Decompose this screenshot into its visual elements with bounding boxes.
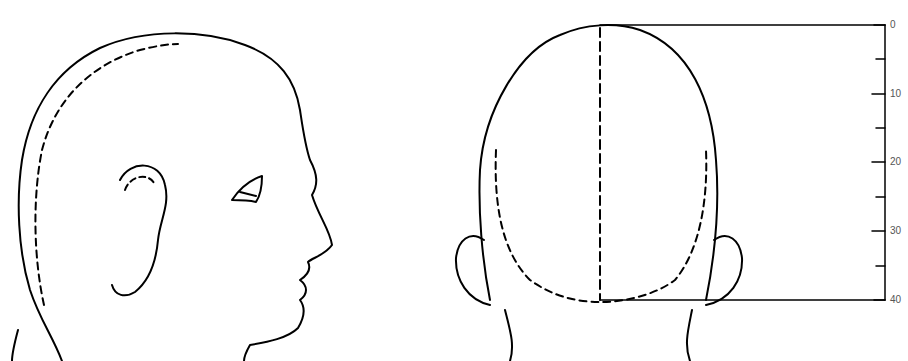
top-reference-line	[600, 24, 885, 26]
side-head-scalp-line	[35, 44, 178, 305]
scale-number: 30	[889, 226, 902, 236]
scale-number: 40	[889, 295, 902, 305]
side-ear	[112, 166, 166, 296]
bottom-reference-line	[600, 299, 885, 301]
back-neck	[505, 310, 692, 361]
scale-number: 20	[889, 157, 902, 167]
back-left-ear	[456, 236, 490, 305]
scale-number: 0	[889, 20, 897, 30]
scale-ticks	[872, 25, 885, 300]
scale-number: 10	[889, 89, 902, 99]
side-eye	[232, 176, 262, 202]
back-right-ear	[706, 236, 742, 305]
side-head-outline	[19, 33, 332, 361]
side-ear-inner	[125, 177, 155, 190]
side-neck-back	[12, 330, 18, 361]
back-midline	[599, 28, 601, 300]
